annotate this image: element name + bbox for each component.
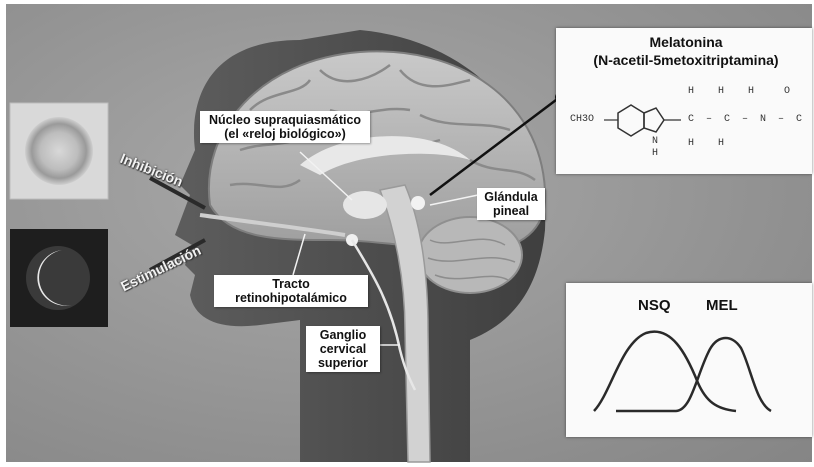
pineal-dot	[411, 196, 425, 210]
cerebellum	[418, 217, 522, 293]
ganglion-line3: superior	[310, 356, 376, 370]
pineal-line2: pineal	[481, 204, 541, 218]
rhythm-curves	[566, 283, 812, 437]
formula-nitrogen: N	[652, 136, 658, 147]
rhythm-panel: NSQ MEL	[566, 283, 812, 437]
suprachiasmatic-label: Núcleo supraquiasmático (el «reloj bioló…	[200, 111, 370, 143]
ganglion-line2: cervical	[310, 342, 376, 356]
pineal-line1: Glándula	[481, 190, 541, 204]
formula-chain-top: H H H O	[688, 86, 790, 97]
sun-icon	[25, 117, 93, 185]
melatonin-panel: Melatonina (N-acetil-5metoxitriptamina) …	[556, 28, 812, 174]
suprachiasmatic-line1: Núcleo supraquiasmático	[204, 113, 366, 127]
formula-chain-bottom: H H	[688, 138, 724, 149]
formula-hydrogen: H	[652, 148, 658, 159]
tract-line2: retinohipotalámico	[218, 291, 364, 305]
suprachiasmatic-line2: (el «reloj biológico»)	[204, 127, 366, 141]
moon-glow	[26, 246, 90, 310]
ganglion-line1: Ganglio	[310, 328, 376, 342]
indole-ring	[556, 28, 812, 174]
tract-line1: Tracto	[218, 277, 364, 291]
formula-methoxy: CH3O	[570, 114, 594, 125]
tract-label: Tracto retinohipotalámico	[214, 275, 368, 307]
ganglion-label: Ganglio cervical superior	[306, 326, 380, 372]
hypothalamus	[343, 191, 387, 219]
formula-chain-mid: C – C – N – C – CH3	[688, 114, 814, 125]
pineal-label: Glándula pineal	[477, 188, 545, 220]
